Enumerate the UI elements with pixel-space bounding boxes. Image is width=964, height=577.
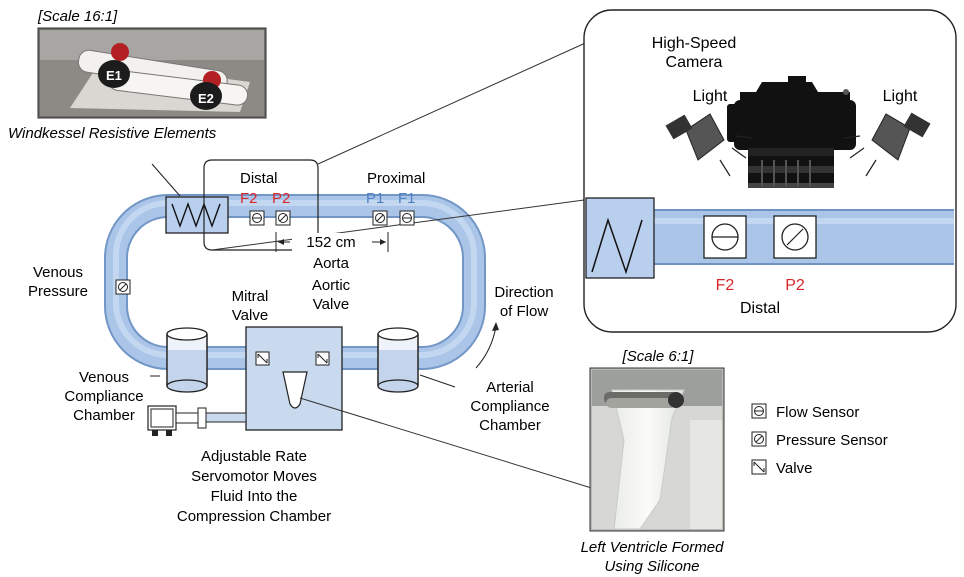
distance-marker: 152 cm Aorta — [275, 232, 389, 272]
ventricle-photo: [Scale 6:1] Left Ventricle Formed Using … — [581, 348, 725, 575]
svg-text:Pressure Sensor: Pressure Sensor — [776, 432, 888, 449]
mitral-label: Mitral — [232, 288, 269, 305]
p2-label: P2 — [272, 190, 290, 207]
windkessel-photo: [Scale 16:1] E1 E2 Windkessel Resistive … — [8, 8, 267, 142]
valve-labels: Mitral Valve Aortic Valve — [232, 277, 351, 324]
servomotor-label: Adjustable Rate Servomotor Moves Fluid I… — [177, 448, 331, 525]
venous-pressure-label: Venous Pressure — [28, 264, 88, 300]
svg-text:Servomotor Moves: Servomotor Moves — [191, 468, 317, 485]
svg-text:Direction: Direction — [494, 284, 553, 301]
f2-label: F2 — [240, 190, 258, 207]
ventricle-scale-label: [Scale 6:1] — [622, 348, 695, 365]
e1-label: E1 — [106, 68, 122, 83]
light-right-label: Light — [883, 88, 918, 105]
zoom-region — [203, 39, 593, 251]
venous-chamber-label: Venous Compliance Chamber — [64, 369, 143, 424]
svg-text:of Flow: of Flow — [500, 303, 549, 320]
aortic-valve — [315, 351, 330, 366]
svg-text:Valve: Valve — [232, 307, 268, 324]
e2-label: E2 — [198, 91, 214, 106]
proximal-label: Proximal — [367, 170, 425, 187]
flow-sensor-f1 — [399, 210, 415, 226]
distance-label: 152 cm — [306, 234, 355, 251]
venous-pressure-sensor — [115, 279, 131, 295]
aorta-label: Aorta — [313, 255, 350, 272]
inset-pressure-sensor — [773, 215, 817, 259]
svg-text:Chamber: Chamber — [73, 407, 135, 424]
arterial-compliance-chamber — [377, 327, 456, 393]
svg-text:Valve: Valve — [313, 296, 349, 313]
aortic-label: Aortic — [312, 277, 351, 294]
light-left-icon — [665, 113, 753, 177]
ventricle-caption-line1: Left Ventricle Formed — [581, 539, 724, 556]
svg-text:Flow Sensor: Flow Sensor — [776, 404, 859, 421]
camera-inset: High-Speed Camera Light Light — [583, 9, 957, 333]
svg-text:Compliance: Compliance — [64, 388, 143, 405]
svg-text:Fluid Into the: Fluid Into the — [211, 488, 298, 505]
camera-label-line1: High-Speed — [652, 35, 737, 52]
legend-flow-sensor: Flow Sensor — [751, 403, 859, 421]
legend: Flow Sensor Pressure Sensor Valve — [751, 403, 888, 477]
svg-text:Pressure: Pressure — [28, 283, 88, 300]
flow-sensor-f2 — [249, 210, 265, 226]
ventricle-caption-line2: Using Silicone — [604, 558, 699, 575]
arterial-chamber-label: Arterial Compliance Chamber — [470, 379, 549, 434]
svg-text:Compliance: Compliance — [470, 398, 549, 415]
svg-text:Valve: Valve — [776, 460, 812, 477]
light-right-icon — [843, 112, 931, 177]
distal-label: Distal — [240, 170, 278, 187]
svg-text:Venous: Venous — [79, 369, 129, 386]
svg-text:Arterial: Arterial — [486, 379, 534, 396]
inset-flow-sensor — [703, 215, 747, 259]
sensor-labels: Distal Proximal F2 P2 P1 F1 — [240, 170, 425, 207]
svg-text:Compression Chamber: Compression Chamber — [177, 508, 331, 525]
inset-distal-label: Distal — [740, 300, 780, 317]
pressure-sensor-p2 — [275, 210, 291, 226]
servomotor — [147, 405, 247, 436]
inset-f2-label: F2 — [716, 277, 735, 294]
camera-label-line2: Camera — [666, 54, 723, 71]
venous-compliance-chamber — [150, 327, 208, 393]
svg-text:Chamber: Chamber — [479, 417, 541, 434]
legend-pressure-sensor: Pressure Sensor — [751, 431, 888, 449]
tube-sensors — [115, 210, 415, 295]
direction-of-flow: Direction of Flow — [475, 284, 554, 369]
inset-resistive-element — [585, 197, 655, 279]
pressure-sensor-p1 — [372, 210, 388, 226]
windkessel-caption: Windkessel Resistive Elements — [8, 125, 217, 142]
camera-icon — [727, 76, 856, 188]
windkessel-scale-label: [Scale 16:1] — [37, 8, 118, 25]
svg-text:Venous: Venous — [33, 264, 83, 281]
light-left-label: Light — [693, 88, 728, 105]
legend-valve: Valve — [751, 459, 812, 477]
f1-label: F1 — [398, 190, 416, 207]
svg-text:Adjustable Rate: Adjustable Rate — [201, 448, 307, 465]
inset-p2-label: P2 — [785, 277, 805, 294]
compression-chamber — [245, 326, 599, 491]
p1-label: P1 — [366, 190, 384, 207]
mitral-valve — [255, 351, 270, 366]
resistive-element — [151, 163, 229, 234]
